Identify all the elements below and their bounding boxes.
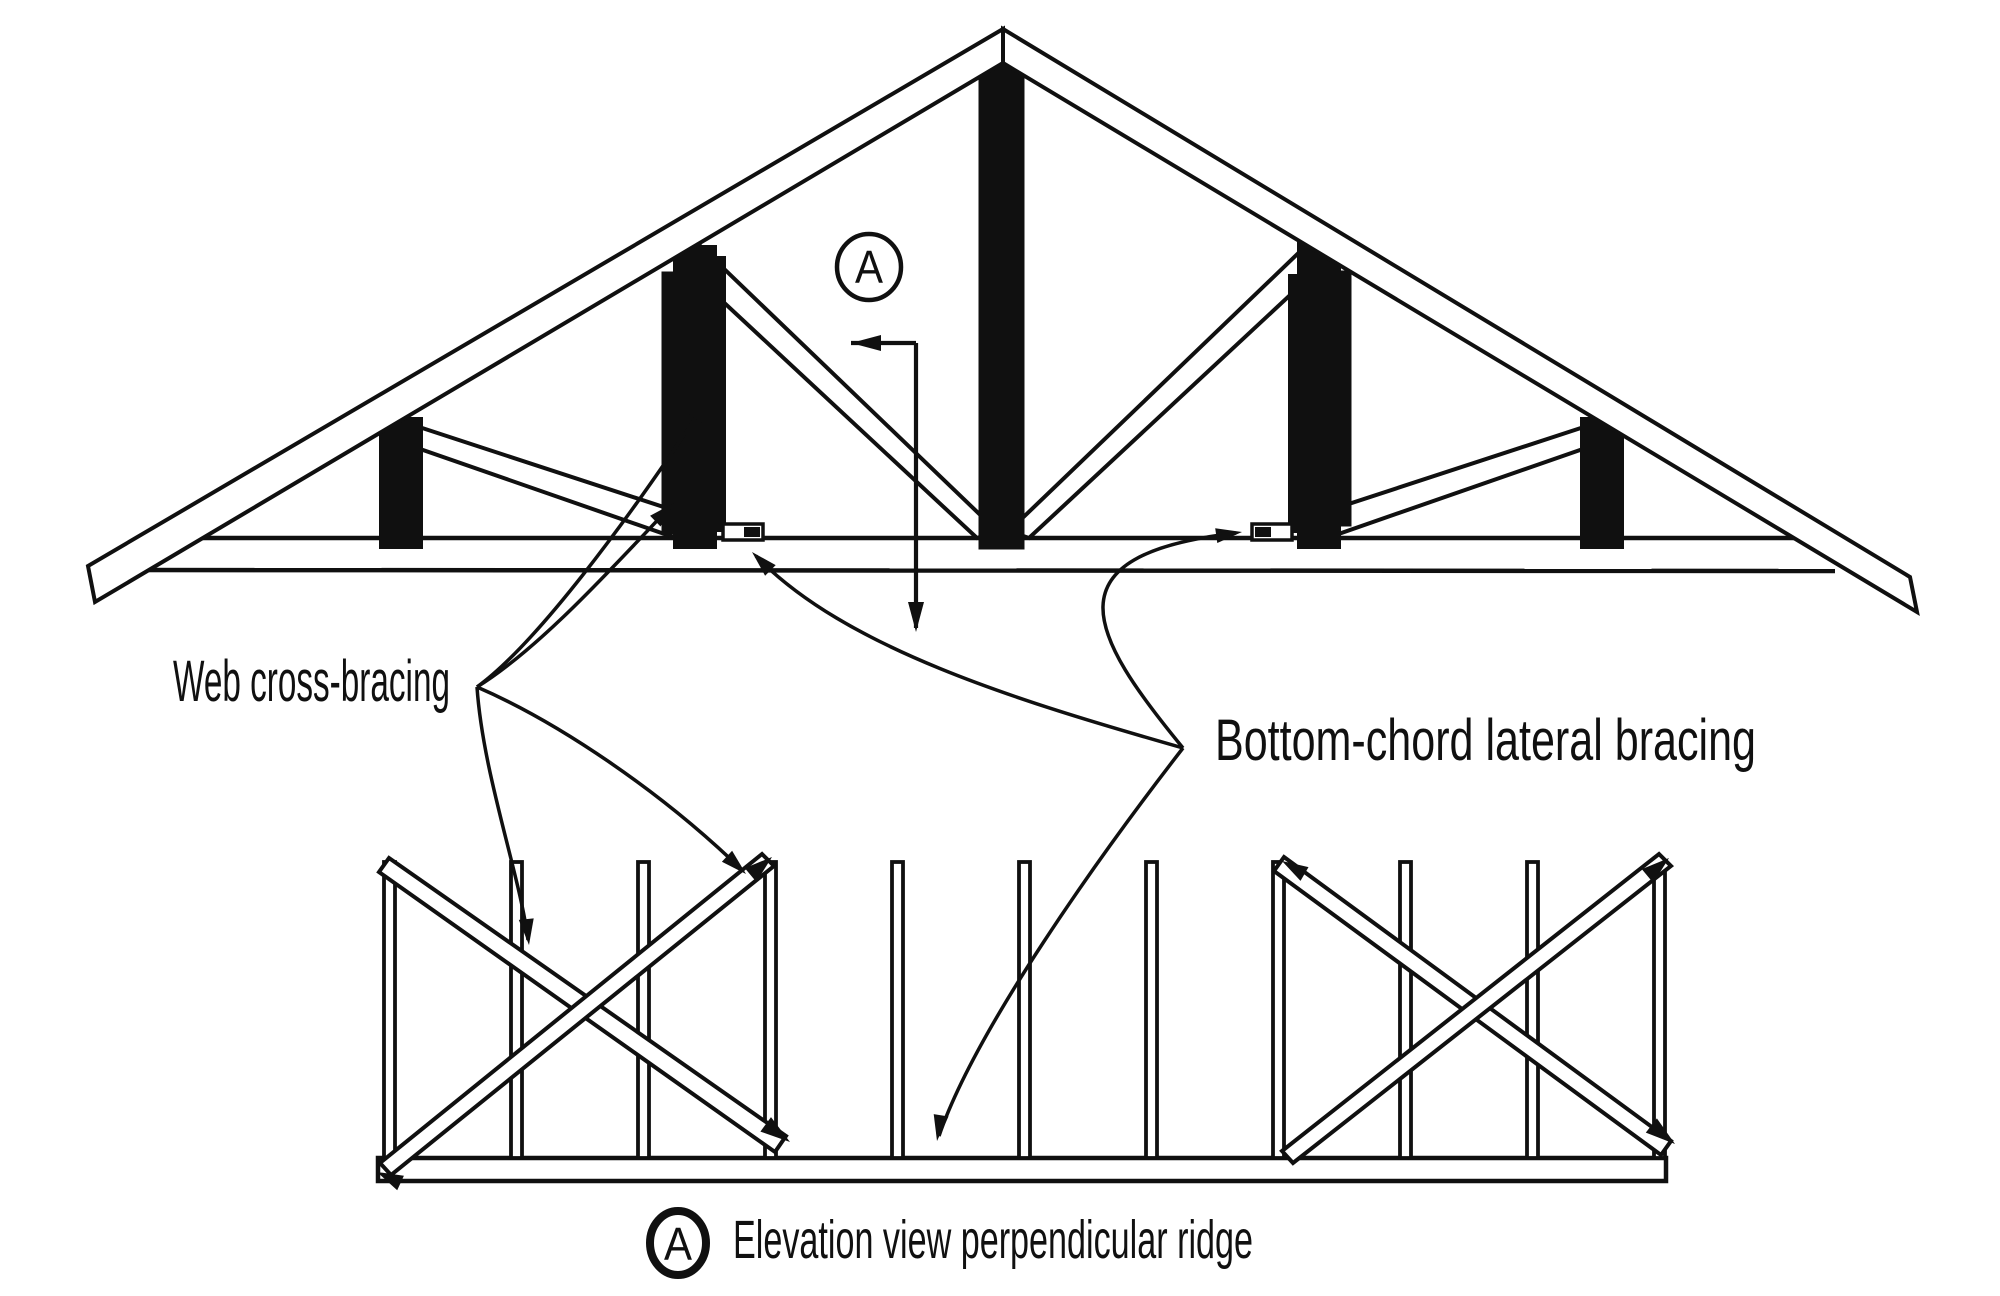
web-cross-bracing-leader-mid	[476, 505, 672, 689]
right-cross-brace-back	[1288, 274, 1312, 533]
right-top-chord	[1001, 25, 1920, 617]
right-cross-brace-front-top-connector	[1331, 276, 1346, 314]
left-lateral-brace-plate-mark	[744, 527, 760, 537]
left-cross-brace-back	[702, 256, 726, 532]
right-x-brace-down-board-end-cut	[1645, 1118, 1675, 1144]
left-top-chord	[85, 25, 1005, 606]
web-cross-bracing-label: Web cross-bracing	[173, 649, 450, 714]
right-main-diagonal-web	[1005, 237, 1334, 541]
right-x-brace-down-board-top-cut	[1282, 861, 1309, 881]
elevation-stud-3	[636, 860, 651, 1160]
left-x-brace-up-board	[377, 851, 777, 1178]
elevation-stud-8	[1271, 860, 1286, 1160]
section-arrow-left	[851, 335, 881, 351]
left-x-brace-up-board-heel-cut	[377, 1172, 404, 1191]
left-heel-diagonal-web	[396, 422, 691, 541]
elevation-base-plate	[375, 1155, 1669, 1184]
lateral-bracing-leader-elevation-arrow	[933, 1114, 949, 1141]
web-cross-bracing-leader-elevation	[476, 685, 745, 873]
section-marker-letter: A	[855, 241, 883, 293]
web-cross-bracing-leader-drop-arrow	[518, 918, 534, 945]
elevation-stud-2	[509, 860, 524, 1160]
left-x-brace-up-board-end-cut	[744, 857, 772, 882]
elevation-stud-1	[382, 860, 397, 1160]
caption-marker-circle	[646, 1207, 710, 1279]
elevation-stud-5	[890, 860, 905, 1160]
right-heel-diagonal-web	[1312, 422, 1607, 541]
right-short-vertical-web	[1580, 417, 1624, 549]
right-x-brace-up-board-end-cut	[1641, 858, 1669, 883]
bottom-chord-bottom-edge	[99, 567, 1836, 574]
left-x-brace-down-board-end-cut	[760, 1117, 790, 1142]
left-cross-brace-front	[661, 271, 688, 535]
right-cross-brace-back-connector	[1293, 475, 1307, 523]
lateral-bracing-leader-left	[754, 554, 1184, 750]
left-cross-brace-front-top-connector	[667, 277, 682, 315]
web-cross-bracing-leader-mid-arrow	[650, 503, 674, 527]
elevation-stud-9	[1398, 860, 1413, 1160]
king-post	[978, 60, 1025, 550]
web-cross-bracing-leader-drop	[475, 686, 530, 941]
section-marker-circle	[834, 231, 904, 303]
elevation-stud-11	[1652, 860, 1667, 1160]
right-lateral-brace-plate-mark	[1255, 527, 1271, 537]
section-arrow-down	[908, 602, 924, 632]
lateral-bracing-leader-hook-arrow	[1215, 528, 1242, 543]
elevation-stud-6	[1017, 860, 1032, 1160]
lateral-bracing-leader-left-arrow	[752, 552, 776, 576]
elevation-stud-7	[1144, 860, 1159, 1160]
elevation-stud-4	[763, 860, 778, 1160]
web-cross-bracing-leader-elevation-arrow	[721, 850, 746, 874]
caption-marker-letter: A	[664, 1218, 692, 1270]
caption-text: Elevation view perpendicular ridge	[733, 1210, 1253, 1270]
lateral-bracing-leader-hook	[1101, 531, 1237, 750]
web-cross-bracing-leader-upper-arrow	[689, 397, 710, 423]
bottom-chord-lateral-bracing-label: Bottom-chord lateral bracing	[1215, 708, 1756, 773]
truss-drawing	[85, 25, 1920, 1279]
right-x-brace-up-board	[1279, 851, 1675, 1166]
lateral-bracing-leader-elevation	[937, 746, 1185, 1137]
web-cross-bracing-leader-upper	[475, 401, 708, 689]
elevation-stud-10	[1525, 860, 1540, 1160]
left-cross-brace-back-connector	[707, 467, 721, 508]
left-short-vertical-web	[379, 417, 423, 549]
